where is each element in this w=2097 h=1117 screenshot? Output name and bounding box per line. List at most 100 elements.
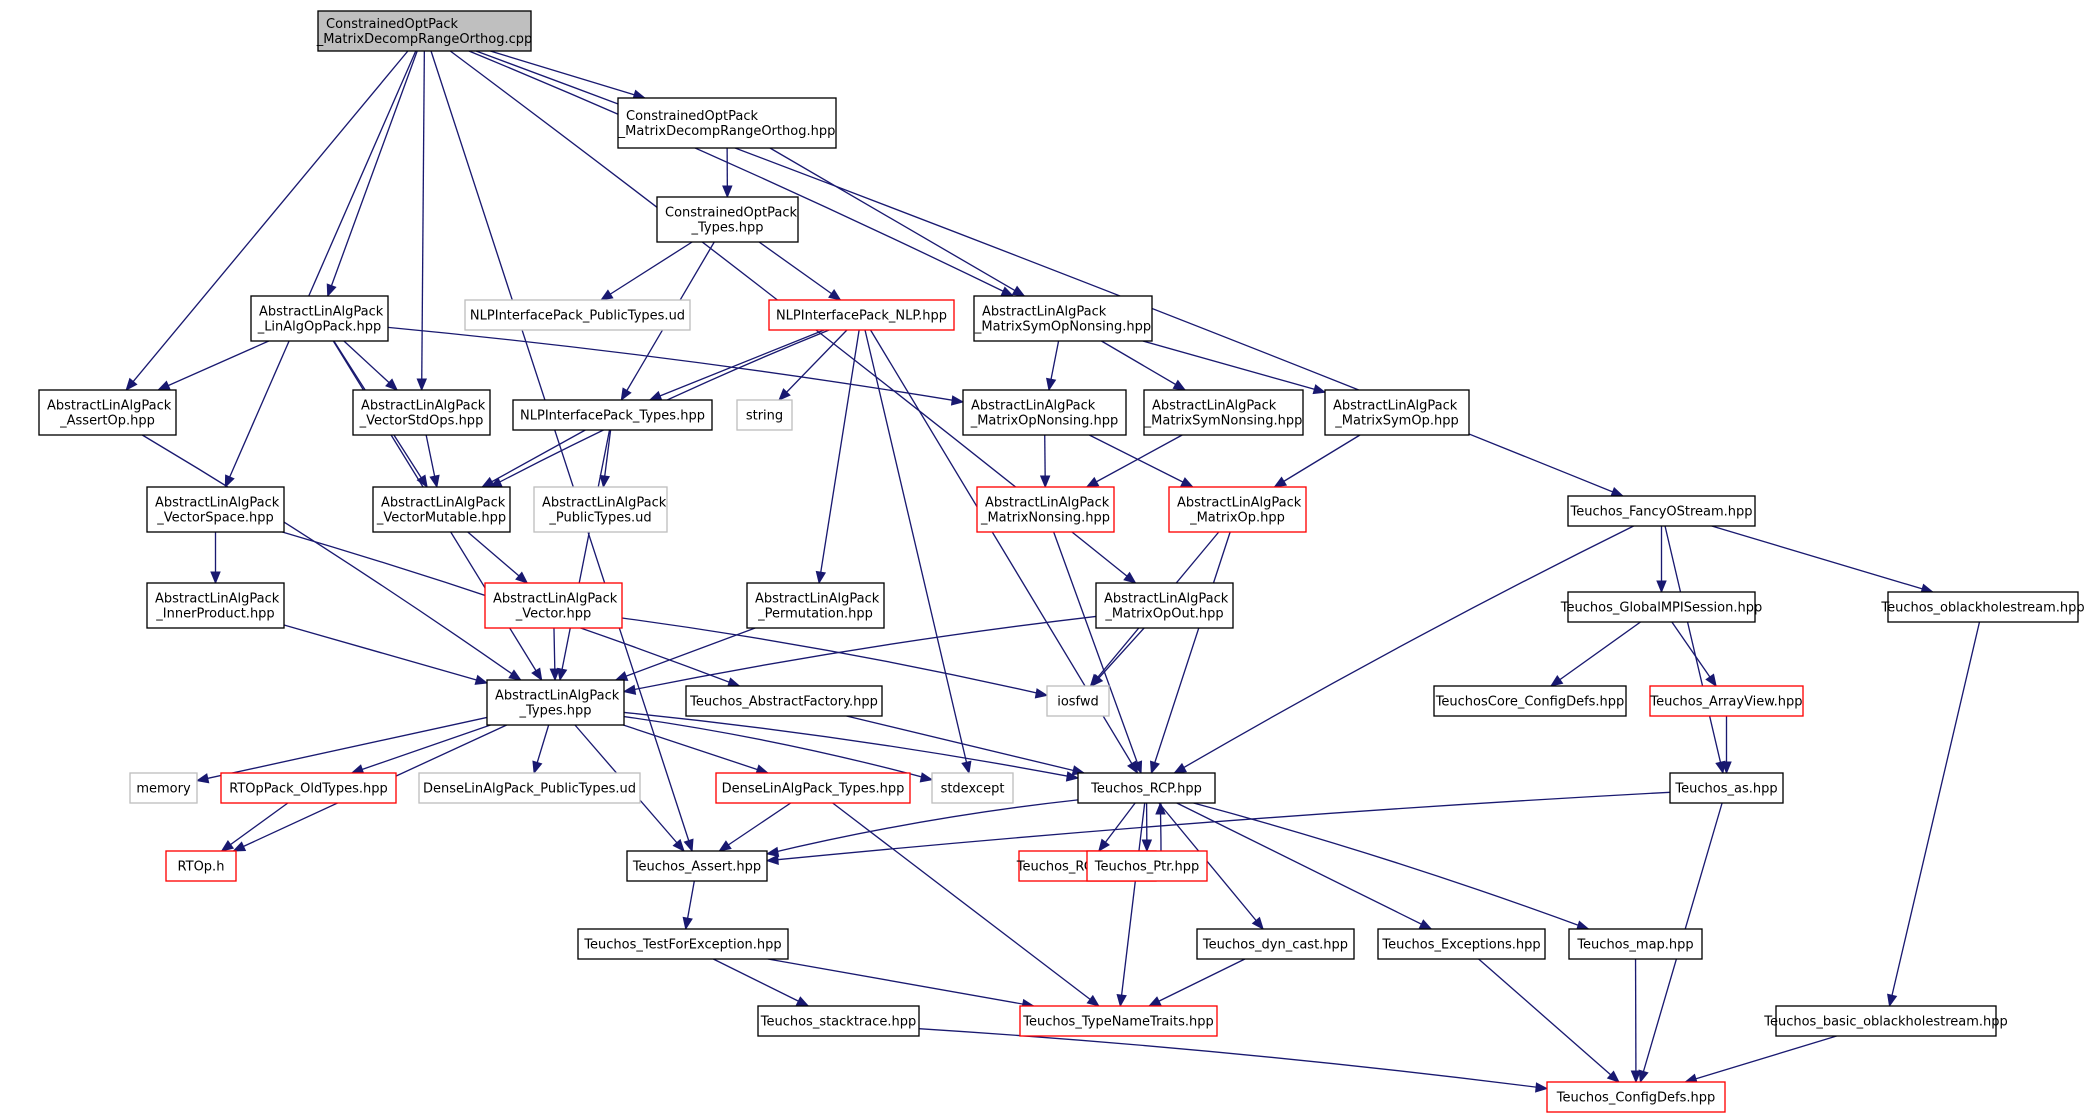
- node-box: [1775, 1005, 1997, 1037]
- edge-line: [468, 50, 1014, 297]
- node-nlp_nlp[interactable]: NLPInterfacePack_NLP.hpp: [768, 299, 955, 331]
- node-label-line: Teuchos_oblackholestream.hpp: [1880, 601, 2084, 616]
- node-ala_matsymnonsing[interactable]: AbstractLinAlgPack_MatrixSymNonsing.hpp: [1143, 389, 1304, 436]
- node-box: [931, 772, 1014, 804]
- edge-arrowhead: [429, 474, 440, 489]
- node-t_as[interactable]: Teuchos_as.hpp: [1669, 772, 1784, 804]
- node-box: [250, 295, 389, 342]
- edge-arrowhead: [532, 760, 543, 775]
- node-t_ptr[interactable]: Teuchos_Ptr.hpp: [1086, 850, 1208, 882]
- node-t_assert[interactable]: Teuchos_Assert.hpp: [626, 850, 768, 882]
- node-dla_types[interactable]: DenseLinAlgPack_Types.hpp: [715, 772, 911, 804]
- node-ala_matopnonsing[interactable]: AbstractLinAlgPack_MatrixOpNonsing.hpp: [962, 389, 1127, 436]
- node-ala_perm[interactable]: AbstractLinAlgPack_Permutation.hpp: [746, 582, 885, 629]
- node-tc_configdefs[interactable]: TeuchosCore_ConfigDefs.hpp: [1433, 685, 1627, 717]
- edge-ala_types-to-t_rcp: [623, 711, 1080, 782]
- node-label-line: NLPInterfacePack_NLP.hpp: [776, 309, 947, 324]
- node-ala_assertop[interactable]: AbstractLinAlgPack_AssertOp.hpp: [38, 389, 177, 436]
- node-t_testforexc[interactable]: Teuchos_TestForException.hpp: [577, 928, 789, 960]
- node-ala_vector[interactable]: AbstractLinAlgPack_Vector.hpp: [484, 582, 623, 629]
- node-box: [626, 850, 768, 882]
- node-ala_vecstdops[interactable]: AbstractLinAlgPack_VectorStdOps.hpp: [352, 389, 491, 436]
- edge-line: [196, 716, 488, 782]
- edge-line: [1685, 1035, 1837, 1083]
- node-root[interactable]: ConstrainedOptPack_MatrixDecompRangeOrth…: [316, 10, 533, 52]
- edge-cop_types-to-nlp_nlp: [758, 241, 842, 301]
- node-box: [1168, 486, 1307, 533]
- node-label-line: _LinAlgOpPack.hpp: [257, 320, 382, 335]
- node-cop_mdro_hpp[interactable]: ConstrainedOptPack_MatrixDecompRangeOrth…: [617, 97, 837, 149]
- node-cop_types[interactable]: ConstrainedOptPack_Types.hpp: [656, 196, 799, 243]
- node-label-line: AbstractLinAlgPack: [493, 592, 618, 607]
- edge-t_rcp-to-t_assert: [765, 799, 1079, 858]
- node-ala_linalgop[interactable]: AbstractLinAlgPack_LinAlgOpPack.hpp: [250, 295, 389, 342]
- node-t_globalmpi[interactable]: Teuchos_GlobalMPISession.hpp: [1560, 591, 1762, 623]
- node-ala_pubtypes: AbstractLinAlgPack_PublicTypes.ud: [533, 486, 668, 533]
- edge-arrowhead: [232, 841, 247, 852]
- node-box: [1196, 928, 1355, 960]
- node-rtop_oldtypes[interactable]: RTOpPack_OldTypes.hpp: [220, 772, 397, 804]
- node-rtop_h[interactable]: RTOp.h: [165, 850, 237, 882]
- node-ala_vecspace[interactable]: AbstractLinAlgPack_VectorSpace.hpp: [146, 486, 285, 533]
- edge-arrowhead: [765, 854, 779, 866]
- node-ala_innerprod[interactable]: AbstractLinAlgPack_InnerProduct.hpp: [146, 582, 285, 629]
- edge-arrowhead: [1039, 475, 1051, 489]
- node-t_configdefs[interactable]: Teuchos_ConfigDefs.hpp: [1546, 1081, 1726, 1113]
- edge-arrowhead: [614, 671, 629, 681]
- node-ala_types[interactable]: AbstractLinAlgPack_Types.hpp: [486, 679, 625, 726]
- node-label-line: _MatrixDecompRangeOrthog.cpp: [316, 32, 533, 47]
- node-box: [577, 928, 789, 960]
- node-stdexcept: stdexcept: [931, 772, 1014, 804]
- edge-arrowhead: [1173, 762, 1188, 774]
- edge-arrowhead: [682, 916, 693, 931]
- edge-arrowhead: [1273, 476, 1288, 488]
- node-box: [973, 295, 1153, 342]
- edge-line: [1176, 802, 1432, 930]
- node-box: [768, 299, 955, 331]
- node-t_stacktrace[interactable]: Teuchos_stacktrace.hpp: [757, 1005, 920, 1037]
- node-ala_matsymopnonsing[interactable]: AbstractLinAlgPack_MatrixSymOpNonsing.hp…: [973, 295, 1153, 342]
- node-ala_matnonsing[interactable]: AbstractLinAlgPack_MatrixNonsing.hpp: [976, 486, 1115, 533]
- node-t_absfactory[interactable]: Teuchos_AbstractFactory.hpp: [685, 685, 883, 717]
- node-ala_matop[interactable]: AbstractLinAlgPack_MatrixOp.hpp: [1168, 486, 1307, 533]
- node-box: [146, 582, 285, 629]
- node-t_arrayview[interactable]: Teuchos_ArrayView.hpp: [1649, 685, 1804, 717]
- edge-arrowhead: [1312, 384, 1327, 395]
- node-label-line: ConstrainedOptPack: [326, 17, 459, 32]
- node-t_oblackhole[interactable]: Teuchos_oblackholestream.hpp: [1880, 591, 2085, 623]
- node-label-line: Teuchos_basic_oblackholestream.hpp: [1763, 1015, 2008, 1030]
- edge-arrowhead: [765, 846, 780, 858]
- edge-arrowhead: [125, 377, 138, 392]
- node-box: [736, 399, 793, 431]
- node-label-line: _MatrixNonsing.hpp: [980, 511, 1110, 526]
- edge-ala_perm-to-ala_types: [614, 627, 756, 681]
- edge-line: [766, 791, 1671, 862]
- node-t_dyncast[interactable]: Teuchos_dyn_cast.hpp: [1196, 928, 1355, 960]
- node-ala_matsymop[interactable]: AbstractLinAlgPack_MatrixSymOp.hpp: [1324, 389, 1470, 436]
- edge-line: [1142, 340, 1326, 393]
- node-iosfwd: iosfwd: [1046, 685, 1110, 717]
- node-ala_vecmutable[interactable]: AbstractLinAlgPack_VectorMutable.hpp: [372, 486, 511, 533]
- edge-line: [1888, 621, 1981, 1007]
- node-t_map[interactable]: Teuchos_map.hpp: [1568, 928, 1703, 960]
- edge-t_fancyostream-to-t_rcp: [1173, 525, 1634, 774]
- edge-arrowhead: [157, 380, 171, 391]
- edge-t_rcp-to-t_dyncast: [1158, 802, 1264, 931]
- edge-line: [818, 329, 860, 584]
- edge-arrowhead: [1638, 1069, 1649, 1084]
- edge-arrowhead: [1090, 673, 1104, 687]
- node-label-line: Teuchos_ConfigDefs.hpp: [1556, 1091, 1716, 1106]
- node-nlp_types[interactable]: NLPInterfacePack_Types.hpp: [512, 399, 713, 431]
- node-label-line: Teuchos_TypeNameTraits.hpp: [1022, 1015, 1214, 1030]
- node-t_basic_oblackhole[interactable]: Teuchos_basic_oblackholestream.hpp: [1763, 1005, 2008, 1037]
- node-label-line: stdexcept: [941, 782, 1005, 797]
- node-label-line: AbstractLinAlgPack: [755, 592, 880, 607]
- node-label-line: NLPInterfacePack_PublicTypes.ud: [470, 309, 685, 324]
- node-t_typenametraits[interactable]: Teuchos_TypeNameTraits.hpp: [1019, 1005, 1218, 1037]
- node-t_rcp[interactable]: Teuchos_RCP.hpp: [1077, 772, 1216, 804]
- node-t_fancyostream[interactable]: Teuchos_FancyOStream.hpp: [1567, 495, 1756, 527]
- edge-dla_types-to-t_assert: [718, 802, 792, 852]
- edge-arrowhead: [1147, 996, 1162, 1007]
- node-ala_matopout[interactable]: AbstractLinAlgPack_MatrixOpOut.hpp: [1095, 582, 1234, 629]
- node-t_exceptions[interactable]: Teuchos_Exceptions.hpp: [1377, 928, 1546, 960]
